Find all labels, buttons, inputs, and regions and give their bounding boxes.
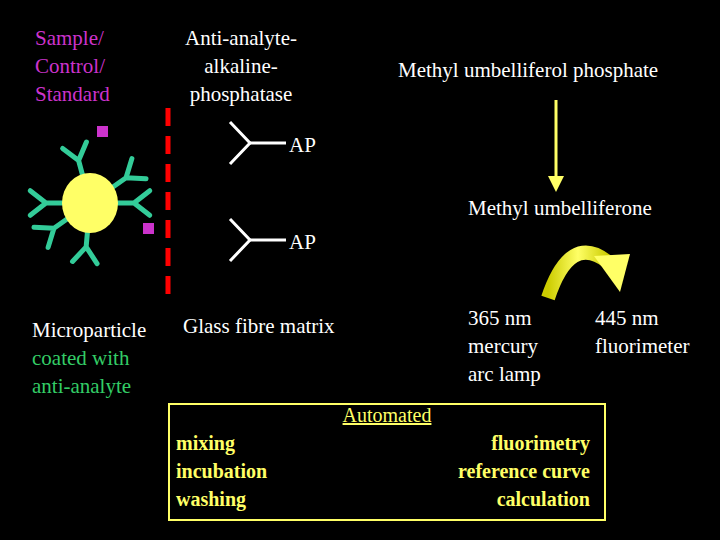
microparticle	[62, 173, 118, 233]
analyte-square	[97, 126, 108, 137]
analyte-square	[143, 223, 154, 234]
conjugate-antibody	[230, 122, 286, 164]
microparticle-label: coated with anti-analyte	[32, 344, 162, 400]
antibody-symbol	[63, 142, 87, 176]
excitation-emission-arrow	[548, 253, 630, 298]
matrix-label: Glass fibre matrix	[183, 312, 335, 340]
enzyme-label: AP	[289, 228, 316, 256]
antibody-symbol	[34, 219, 67, 247]
microparticle-label: Microparticle	[32, 316, 146, 344]
antibody-symbol	[113, 159, 146, 187]
sample-label: Sample/ Control/ Standard	[35, 24, 155, 108]
box-text: fluorimetry reference curve calculation	[418, 429, 590, 513]
antibody-group	[30, 142, 150, 264]
detector-label: 445 nm fluorimeter	[595, 304, 707, 360]
automation-box: Automatedmixing incubation washing fluori…	[168, 403, 606, 521]
box-text: mixing incubation washing	[176, 429, 296, 513]
reaction-arrow	[548, 100, 564, 192]
product-label: Methyl umbelliferone	[468, 194, 652, 222]
antibody-symbol	[118, 191, 150, 216]
conjugate-antibody	[230, 219, 286, 261]
enzyme-label: AP	[289, 131, 316, 159]
substrate-label: Methyl umbelliferol phosphate	[398, 56, 658, 84]
antibody-symbol	[30, 191, 62, 216]
antibody-symbol	[73, 231, 98, 264]
lamp-label: 365 nm mercury arc lamp	[468, 304, 560, 388]
matrix-dashed-line	[166, 108, 171, 302]
box-heading: Automated	[170, 401, 604, 429]
conjugate-label: Anti-analyte- alkaline- phosphatase	[156, 24, 326, 108]
